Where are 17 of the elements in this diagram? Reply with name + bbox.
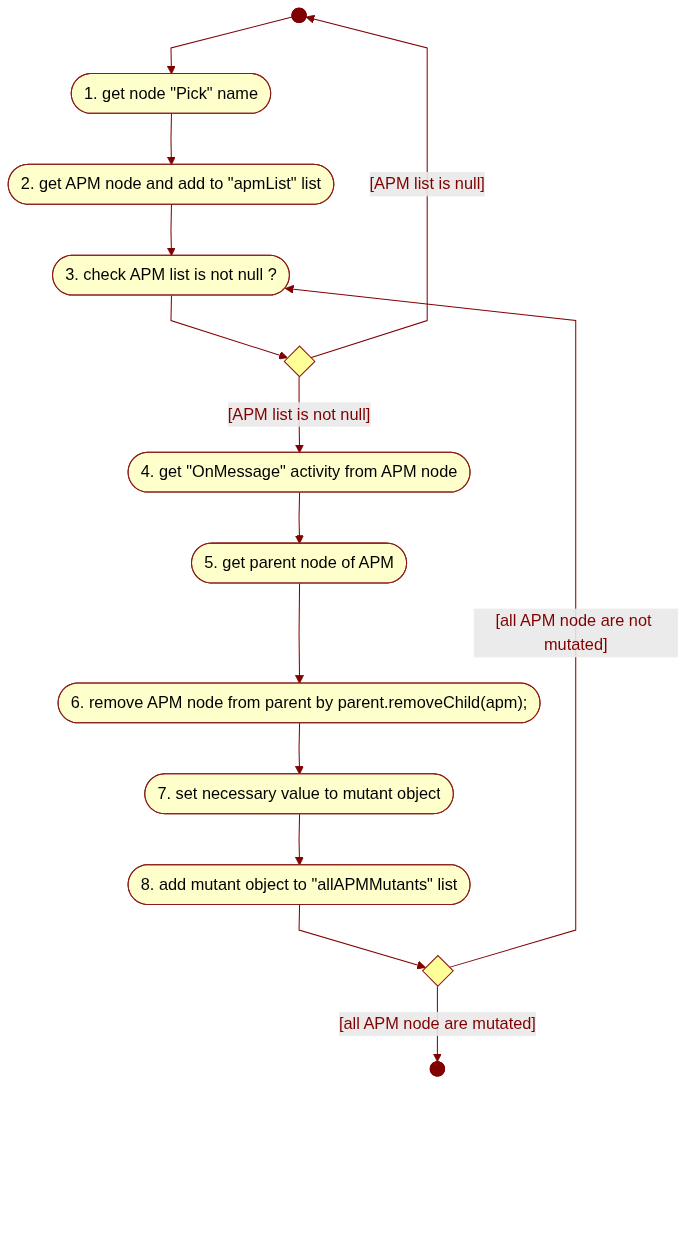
edge-label: [all APM node are mutated] [338,1014,536,1033]
arrow [166,113,176,166]
arrow [294,722,304,775]
edge-label: [all APM node are not mutated] [495,611,652,654]
edge-label: [APM list is null] [369,175,485,193]
arrow [305,14,428,359]
arrow [294,492,304,545]
edge-label: [APM list is not null] [227,405,371,423]
arrow [166,204,176,257]
node-diamond [283,345,316,378]
arrow [294,813,304,866]
arrow [284,284,577,968]
arrow [295,582,304,684]
arrow [298,904,426,970]
arrow [170,295,288,360]
node-diamond [421,954,454,987]
arrow [166,16,293,75]
